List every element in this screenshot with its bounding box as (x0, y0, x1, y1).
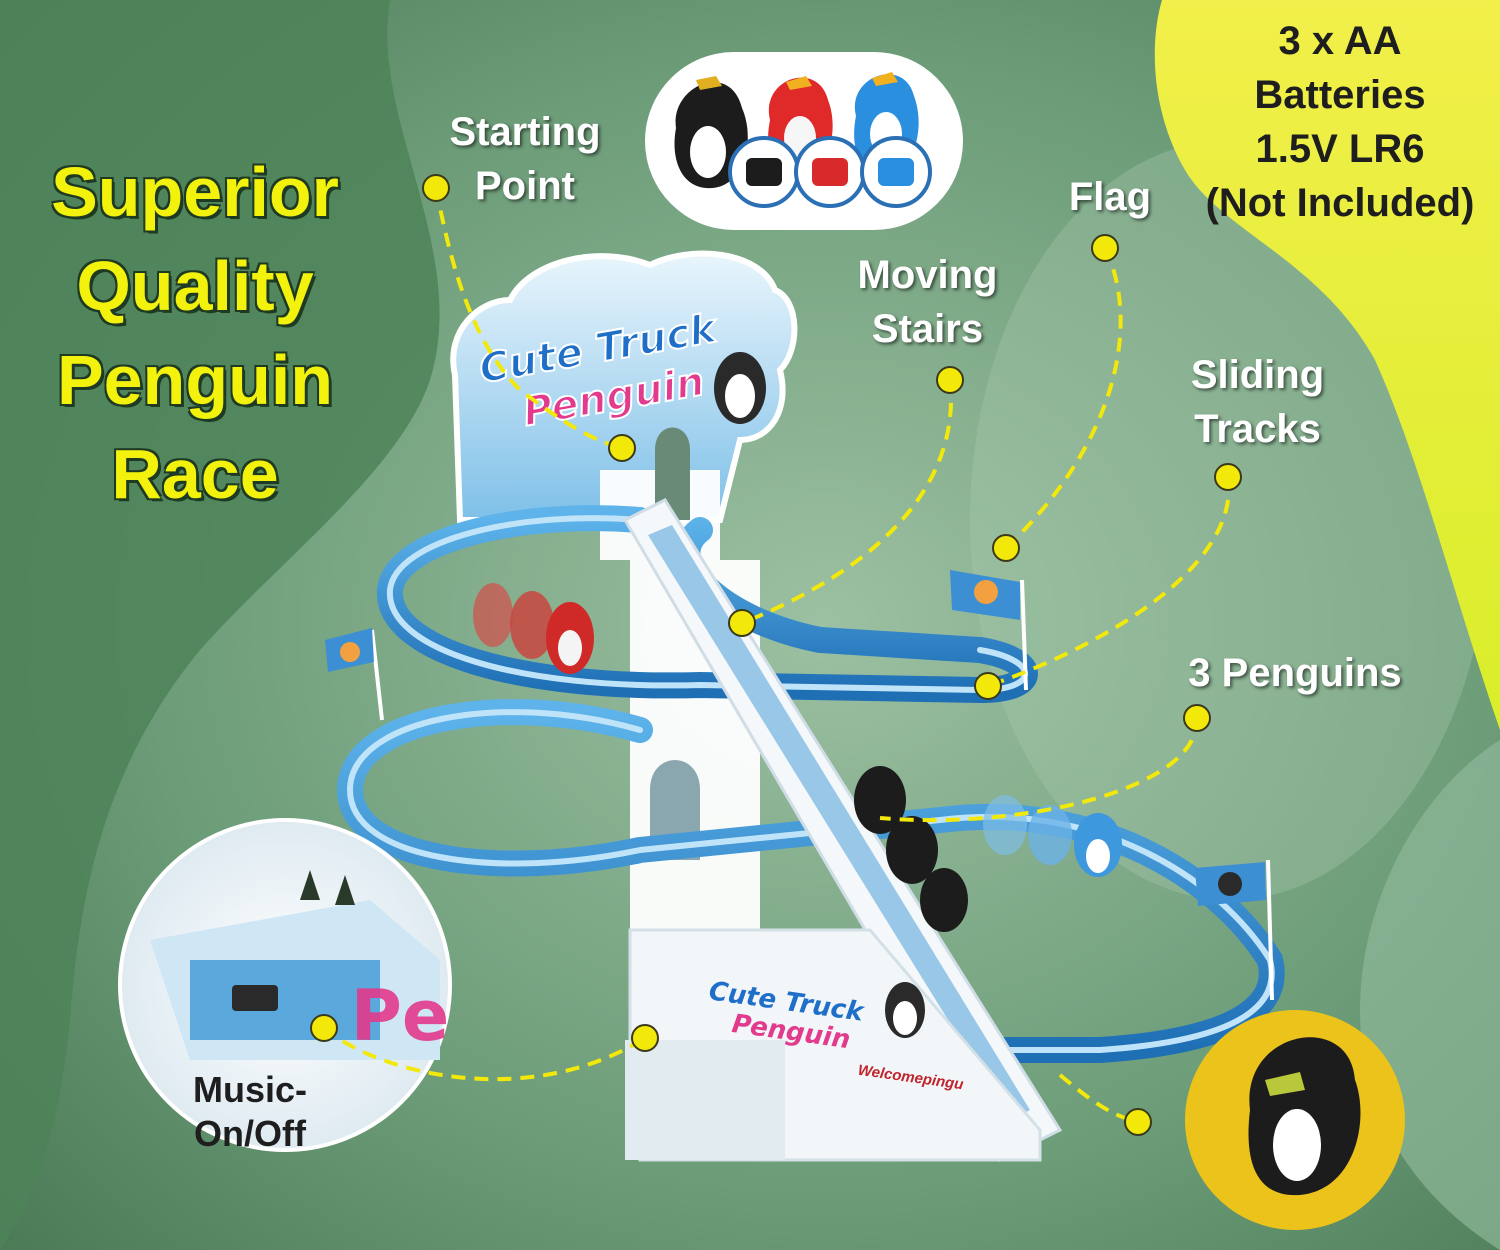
marker-starting-point-end (608, 434, 636, 462)
battery-note-line-4: (Not Included) (1205, 181, 1475, 225)
flag-bottom-right (1195, 859, 1274, 1001)
blue-penguins-on-track (983, 795, 1122, 877)
leader-penguin-zoom (1058, 1073, 1139, 1124)
flag-left (325, 628, 384, 721)
callout-moving-stairs-line-2: Stairs (871, 307, 984, 351)
headline-line-3: Penguin (56, 341, 334, 419)
headline-line-1: Superior (51, 153, 339, 231)
callout-starting-point-line-1: Starting (449, 110, 601, 154)
marker-starting-point (422, 174, 450, 202)
marker-moving-stairs (936, 366, 964, 394)
headline-line-2: Quality (76, 247, 314, 325)
marker-penguin-zoom (1124, 1108, 1152, 1136)
leader-flag (1004, 247, 1123, 550)
callout-moving-stairs-line-1: Moving (857, 253, 998, 297)
leader-lines (322, 187, 1231, 1124)
leader-three-penguins (879, 717, 1200, 823)
battery-note: 3 x AA Batteries 1.5V LR6 (Not Included) (1190, 14, 1490, 230)
battery-note-line-3: 1.5V LR6 (1255, 127, 1425, 171)
leader-sliding-tracks (987, 476, 1231, 688)
battery-panel (1154, 0, 1500, 730)
callout-music-line-2: On/Off (194, 1113, 306, 1154)
penguin-zoom-circle (1185, 1010, 1405, 1230)
callout-music-line-1: Music- (192, 1069, 307, 1110)
callout-starting-point-line-2: Point (475, 164, 575, 208)
marker-music-end (631, 1024, 659, 1052)
sign-board (450, 250, 798, 523)
callout-starting-point: Starting Point (430, 105, 620, 213)
marker-flag (1091, 234, 1119, 262)
callout-sliding-tracks: Sliding Tracks (1170, 348, 1345, 456)
penguin-bases-icon (728, 136, 932, 208)
svg-text:Pe: Pe (351, 975, 450, 1057)
marker-sliding-tracks (1214, 463, 1242, 491)
callout-markers (310, 174, 1242, 1136)
flag-top-right (950, 570, 1028, 691)
left-swirl-shape (0, 0, 440, 1250)
callout-flag: Flag (1068, 175, 1152, 219)
marker-moving-stairs-end (728, 609, 756, 637)
headline-line-4: Race (111, 435, 279, 513)
leader-music (322, 1026, 647, 1082)
black-penguins-on-stairs (854, 766, 968, 932)
headline: Superior Quality Penguin Race (30, 145, 360, 521)
marker-music (310, 1014, 338, 1042)
callout-music: Music- On/Off (180, 1068, 320, 1156)
penguin-black-icon (674, 76, 748, 189)
battery-note-line-2: Batteries (1254, 73, 1426, 117)
marker-flag-end (992, 534, 1020, 562)
callout-three-penguins: 3 Penguins (1188, 651, 1402, 695)
callout-sliding-tracks-line-2: Tracks (1194, 407, 1321, 451)
music-switch-zoom: Pe (118, 818, 452, 1152)
callout-moving-stairs: Moving Stairs (840, 248, 1015, 356)
leader-moving-stairs (741, 379, 953, 625)
red-penguins-on-track (473, 583, 594, 674)
marker-three-penguins (1183, 704, 1211, 732)
callout-sliding-tracks-line-1: Sliding (1190, 353, 1325, 397)
marker-sliding-tracks-end (974, 672, 1002, 700)
battery-note-line-1: 3 x AA (1278, 19, 1402, 63)
tower-arch (655, 427, 690, 520)
leader-starting-point (434, 187, 623, 450)
